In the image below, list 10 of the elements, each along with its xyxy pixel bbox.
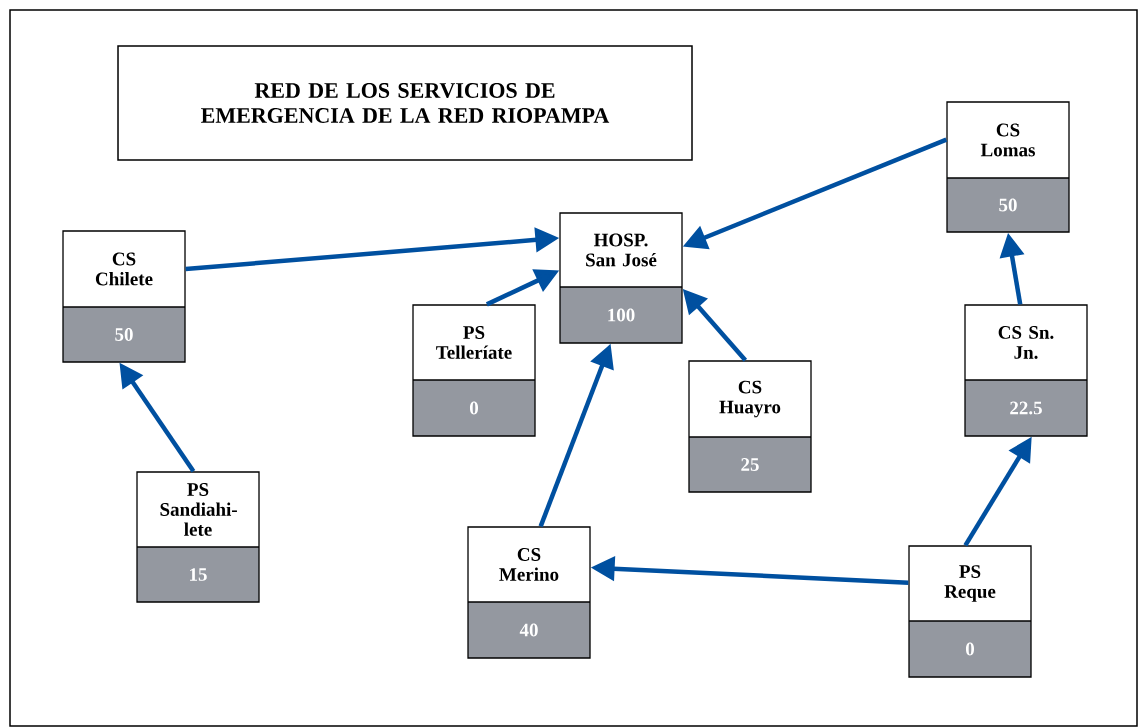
station-box: CS Sn. Jn. 22.5 — [964, 304, 1088, 437]
title-box: RED DE LOS SERVICIOS DE EMERGENCIA DE LA RED RIOPAMPA — [117, 45, 693, 161]
station-box: PS Reque 0 — [908, 545, 1032, 678]
station-box: HOSP. San José 100 — [559, 212, 683, 344]
station-box: PS Telleríate 0 — [412, 304, 536, 437]
station-box: CS Merino 40 — [467, 526, 591, 659]
station-box: PS Sandiahi-lete 15 — [136, 471, 260, 603]
station-box: CS Chilete 50 — [62, 230, 186, 363]
station-box: CS Lomas 50 — [946, 101, 1070, 233]
station-box: CS Huayro 25 — [688, 360, 812, 493]
